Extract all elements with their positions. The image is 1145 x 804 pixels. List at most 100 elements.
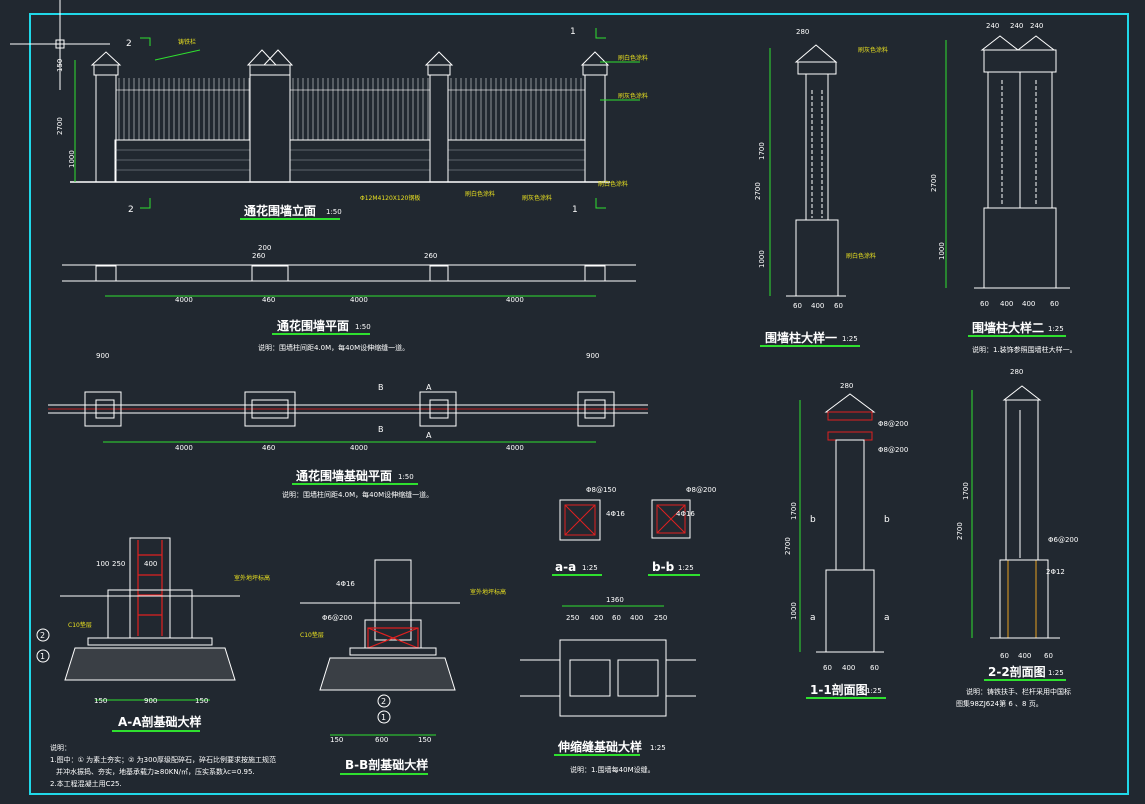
cut-marker-a2: a [884,613,890,623]
sec22-note: 说明：铸铁扶手、栏杆采用中国标 [966,687,1071,696]
dim-text: 150 [195,697,208,705]
dim-text: 4000 [506,296,524,304]
circle-marker-2: 2 [381,697,386,706]
dim-text: 150 [56,59,64,72]
dim-text: 2700 [784,537,792,555]
general-notes: 说明： 1.图中：① 为素土夯实；② 为300厚级配碎石，碎石比例要求按施工规范… [50,743,276,788]
dim-text: 260 [252,252,265,260]
dim-text: 150 [418,736,431,744]
dim-text: 280 [1010,368,1023,376]
expansion-note: 说明：1.围墙每40M设缝。 [570,765,655,774]
dim-text: 4000 [350,296,368,304]
dim-text: 150 [94,697,107,705]
section-1-1: 280 2700 1700 1000 60 400 60 Φ8@200 Φ8@2… [784,382,908,699]
aa-title: A-A剖基础大样 [118,714,202,729]
dim-text: 60 [1000,652,1009,660]
sec22-title: 2-2剖面图 [988,664,1046,679]
dim-text: 400 [590,614,603,622]
dim-text: 1000 [758,250,766,268]
scale-text: 1:50 [355,323,371,331]
cut-marker-2b: 2 [128,205,134,215]
scale-text: 1:25 [582,564,598,572]
dim-text: 4000 [350,444,368,452]
cut-marker-b2: b [884,515,890,525]
dim-text: 4000 [506,444,524,452]
dim-text: 400 [1000,300,1013,308]
rebar-label: Φ8@200 [878,420,908,428]
rebar-label: Φ8@200 [878,446,908,454]
dim-text: 1000 [68,150,76,168]
dim-text: 60 [612,614,621,622]
dim-text: 900 [96,352,109,360]
sec11-title: 1-1剖面图 [810,682,868,697]
leader-label: C10垫层 [68,621,92,629]
scale-text: 1:25 [650,744,666,752]
dim-text: 2700 [930,174,938,192]
pillar2-note: 说明：1.装饰参照围墙柱大样一。 [972,345,1077,354]
bb-title: B-B剖基础大样 [345,757,428,772]
dim-text: 250 [566,614,579,622]
rebar-label: 2Φ12 [1046,568,1065,576]
dim-text: 60 [1044,652,1053,660]
leader-label: 室外地坪标高 [470,588,506,596]
leader-label: 刷白色涂料 [846,252,876,260]
pillar-detail-2: 240 240 240 2700 1000 60 400 400 60 围墙柱大… [930,22,1077,354]
dim-text: 240 [1030,22,1043,30]
elevation-title: 通花围墙立面 [244,203,316,218]
dim-text: 1360 [606,596,624,604]
dim-text: 400 [144,560,157,568]
cut-marker-a: a [810,613,816,623]
cut-marker-1b: 1 [572,205,578,215]
dim-text: 900 [586,352,599,360]
aa-section: 100 250 400 900 150 150 室外地坪标高 C10垫层 2 1… [36,537,270,732]
dim-text: 60 [834,302,843,310]
foundation-note: 说明：围墙柱间距4.0M，每40M设伸缩缝一道。 [282,490,433,499]
dim-text: 250 [654,614,667,622]
leader-label: 刷灰色涂料 [618,92,648,100]
cut-marker-1: 1 [570,27,576,37]
rebar-label: Φ6@200 [1048,536,1078,544]
scale-text: 1:25 [866,687,882,695]
aa-small-section: Φ8@150 4Φ16 a-a 1:25 [552,486,625,576]
foundation-plan-view: 4000 460 4000 4000 900 900 B A B A 通花围墙基… [48,352,648,499]
leader-label: 刷灰色涂料 [858,46,888,54]
sec22-note: 图集98ZJ624第 6 、8 页。 [956,699,1043,708]
dim-text: 60 [1050,300,1059,308]
dim-text: 460 [262,296,275,304]
scale-text: 1:25 [842,335,858,343]
circle-marker-2: 2 [40,631,45,640]
leader-label: 刷灰色涂料 [522,194,552,202]
dim-text: 400 [630,614,643,622]
scale-text: 1:25 [1048,325,1064,333]
leader-label: C10垫层 [300,631,324,639]
general-note-line: 并冲水振捣、夯实，地基承载力≥80KN/㎡，压实系数λc=0.95. [56,767,255,776]
dim-text: 100 [96,560,109,568]
dim-text: 60 [980,300,989,308]
sec-a-title: a-a [555,560,576,574]
leader-label: 刷白色涂料 [465,190,495,198]
cut-marker-A: A [426,383,432,392]
dim-text: 400 [842,664,855,672]
elevation-view: 150 2700 1000 2 2 1 1 铸铁栏 刷白色涂料 刷灰色涂料 Φ1… [56,27,648,220]
pillar2-title: 围墙柱大样二 [972,320,1044,335]
drawing-frame [29,13,1129,795]
bb-small-section: Φ8@200 4Φ16 b-b 1:25 [648,486,716,576]
plan-view: 4000 460 4000 4000 200 260 260 通花围墙平面 1:… [62,244,636,352]
dim-text: 4000 [175,444,193,452]
plan-title: 通花围墙平面 [277,318,349,333]
plan-note: 说明：围墙柱间距4.0M，每40M设伸缩缝一道。 [258,343,409,352]
scale-text: 1:50 [326,208,342,216]
scale-text: 1:25 [678,564,694,572]
dim-text: 400 [1018,652,1031,660]
dim-text: 280 [796,28,809,36]
leader-label: 刷白色涂料 [618,54,648,62]
dim-text: 240 [986,22,999,30]
dim-text: 900 [144,697,157,705]
dim-text: 2700 [56,117,64,135]
pillar-detail-1: 280 2700 1700 1000 60 400 60 刷灰色涂料 刷白色涂料… [754,28,888,347]
dim-text: 150 [330,736,343,744]
dim-text: 460 [262,444,275,452]
cut-marker-B: B [378,383,384,392]
rebar-label: 4Φ16 [606,510,625,518]
